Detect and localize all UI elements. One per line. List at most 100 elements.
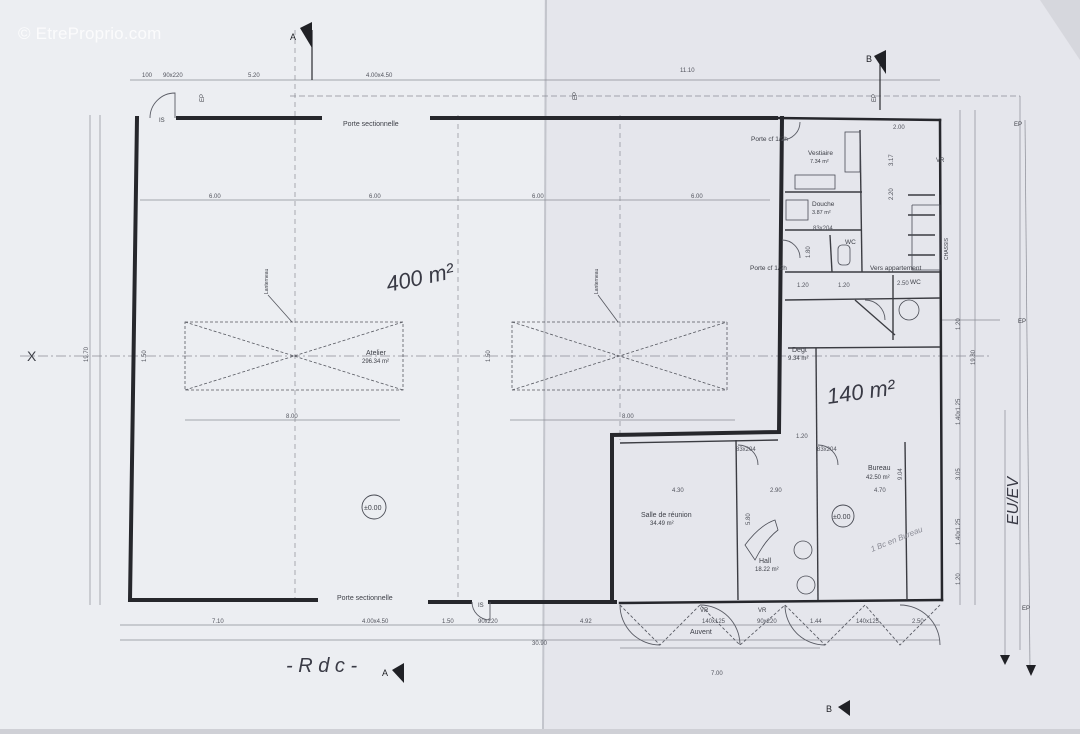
- wall-top-right: [774, 116, 942, 122]
- dim-right-2: 1.40x1.25: [956, 398, 962, 425]
- porte-cf-2: Porte cf 1/2h: [750, 265, 787, 272]
- hall-desk: [744, 519, 779, 561]
- paper-right-sheet: [544, 0, 1080, 729]
- labels: Porte sectionnelle Porte sectionnelle Po…: [159, 92, 1030, 636]
- wall-left: [127, 115, 318, 602]
- door-swings: [149, 92, 941, 646]
- dim-douche-2: 2.00: [893, 125, 905, 131]
- bench-1: [794, 174, 836, 190]
- room-atelier-name: Atelier: [366, 350, 387, 357]
- fixtures: [744, 131, 941, 595]
- ep-mark-4: EP: [1014, 122, 1022, 128]
- dim-reunion-w: 4.30: [672, 488, 684, 494]
- section-a-bottom: A: [382, 668, 388, 678]
- room-douche-area: 3.87 m²: [812, 210, 831, 216]
- section-markers: A B A B X: [27, 22, 1036, 716]
- vr-mark-1: VR: [700, 608, 709, 614]
- dim-top-2: 90x220: [163, 73, 183, 79]
- is-mark-2: IS: [478, 603, 484, 609]
- dim-span-4: 6.00: [691, 194, 703, 200]
- dim-top-1: 100: [142, 73, 153, 79]
- dim-bottom-2: 4.00x4.50: [362, 619, 389, 625]
- level-markers: ±0.00 ±0.00: [361, 494, 855, 528]
- room-hall-name: Hall: [759, 558, 772, 565]
- section-b-top-arrow: [874, 50, 886, 74]
- room-douche-name: Douche: [812, 201, 835, 208]
- hall-seat-2: [796, 575, 816, 595]
- room-hall-area: 18.22 m²: [755, 567, 779, 573]
- x-axis-mark: X: [27, 348, 37, 364]
- dim-bottom-9: 140x125: [856, 619, 880, 625]
- dim-bottom-8: 1.44: [810, 619, 822, 625]
- construction-lines: [20, 30, 1031, 671]
- wc-fixture-1: [837, 244, 851, 266]
- ep-mark-3: EP: [872, 94, 878, 102]
- dim-150-right: 1.50: [486, 350, 492, 362]
- room-wc-1: WC: [845, 239, 856, 246]
- dim-150-left: 1.50: [142, 350, 148, 362]
- vers-appartement: Vers appartement: [870, 265, 922, 272]
- porte-sectionnelle-top: Porte sectionnelle: [343, 121, 399, 128]
- level-text-1: ±0.00: [364, 505, 382, 512]
- vr-mark-2: VR: [758, 608, 767, 614]
- eu-ev-arrow-1: [1000, 655, 1010, 665]
- paper-left-sheet: [0, 0, 548, 729]
- porte-sectionnelle-bottom: Porte sectionnelle: [337, 595, 393, 602]
- dim-right-5: 1.20: [956, 573, 962, 585]
- paper-shadow-corner: [1040, 0, 1080, 60]
- door-size-3: 83x204: [813, 226, 833, 232]
- dim-bottom-3: 1.50: [442, 619, 454, 625]
- dim-span-1: 6.00: [209, 194, 221, 200]
- room-reunion-name: Salle de réunion: [641, 512, 692, 519]
- wall-atelier-east: [610, 115, 785, 602]
- level-text-2: ±0.00: [833, 514, 851, 521]
- section-a-top-arrow: [300, 22, 312, 48]
- dim-wc-1: 1.20: [797, 283, 809, 289]
- dim-wc-3: 2.50: [897, 281, 909, 287]
- ep-mark-1: EP: [200, 94, 206, 102]
- watermark: © EtreProprio.com: [18, 24, 162, 43]
- dim-left-height: 19.70: [84, 346, 90, 362]
- dim-bottom-6: 140x125: [702, 619, 726, 625]
- section-a-bottom-arrow: [392, 663, 404, 683]
- lockers: [844, 131, 861, 173]
- dim-hall-h: 5.80: [746, 513, 752, 525]
- dim-bottom-10: 2.50: [912, 619, 924, 625]
- level-circle-1: [361, 494, 387, 520]
- ep-mark-6: EP: [1022, 606, 1030, 612]
- dim-hall-w: 2.90: [770, 488, 782, 494]
- section-b-bottom: B: [826, 704, 832, 714]
- dim-bottom-7: 90x220: [757, 619, 777, 625]
- dim-top-5: 11.10: [680, 68, 695, 74]
- is-mark-1: IS: [159, 118, 165, 124]
- skylight-right: [511, 321, 728, 391]
- wall-offices-south: [618, 598, 944, 605]
- dim-bottom-5: 4.92: [580, 619, 592, 625]
- eu-ev-handwritten: EU/EV: [1005, 476, 1022, 525]
- room-bureau-name: Bureau: [868, 465, 891, 472]
- dim-douche-4: 2.20: [889, 188, 895, 200]
- dim-bottom-1: 7.10: [212, 619, 224, 625]
- dim-bureau-w: 4.70: [874, 488, 886, 494]
- rdc-handwritten: - R d c -: [286, 655, 357, 677]
- porte-cf-1: Porte cf 1/2h: [751, 136, 788, 143]
- door-size-1: 83x204: [736, 447, 756, 453]
- skylight-left: [184, 321, 404, 391]
- paper-fold: [542, 0, 547, 730]
- dim-right-6: 1.20: [956, 318, 962, 330]
- eu-ev-arrow-2: [1026, 665, 1036, 676]
- wc-fixture-2: [898, 299, 920, 321]
- dim-right-1: 19.80: [971, 349, 977, 365]
- dim-grid-2: 8.00: [622, 414, 634, 420]
- section-a-top: A: [290, 32, 296, 42]
- dim-span-2: 6.00: [369, 194, 381, 200]
- dim-right-4: 1.40x1.25: [956, 518, 962, 545]
- dim-bottom-4: 90x220: [478, 619, 498, 625]
- dim-grid-1: 8.00: [286, 414, 298, 420]
- room-wc-2: WC: [910, 279, 921, 286]
- room-reunion-area: 34.49 m²: [650, 521, 674, 527]
- wall-offices-east: [938, 118, 944, 602]
- dim-7: 7.00: [711, 671, 723, 677]
